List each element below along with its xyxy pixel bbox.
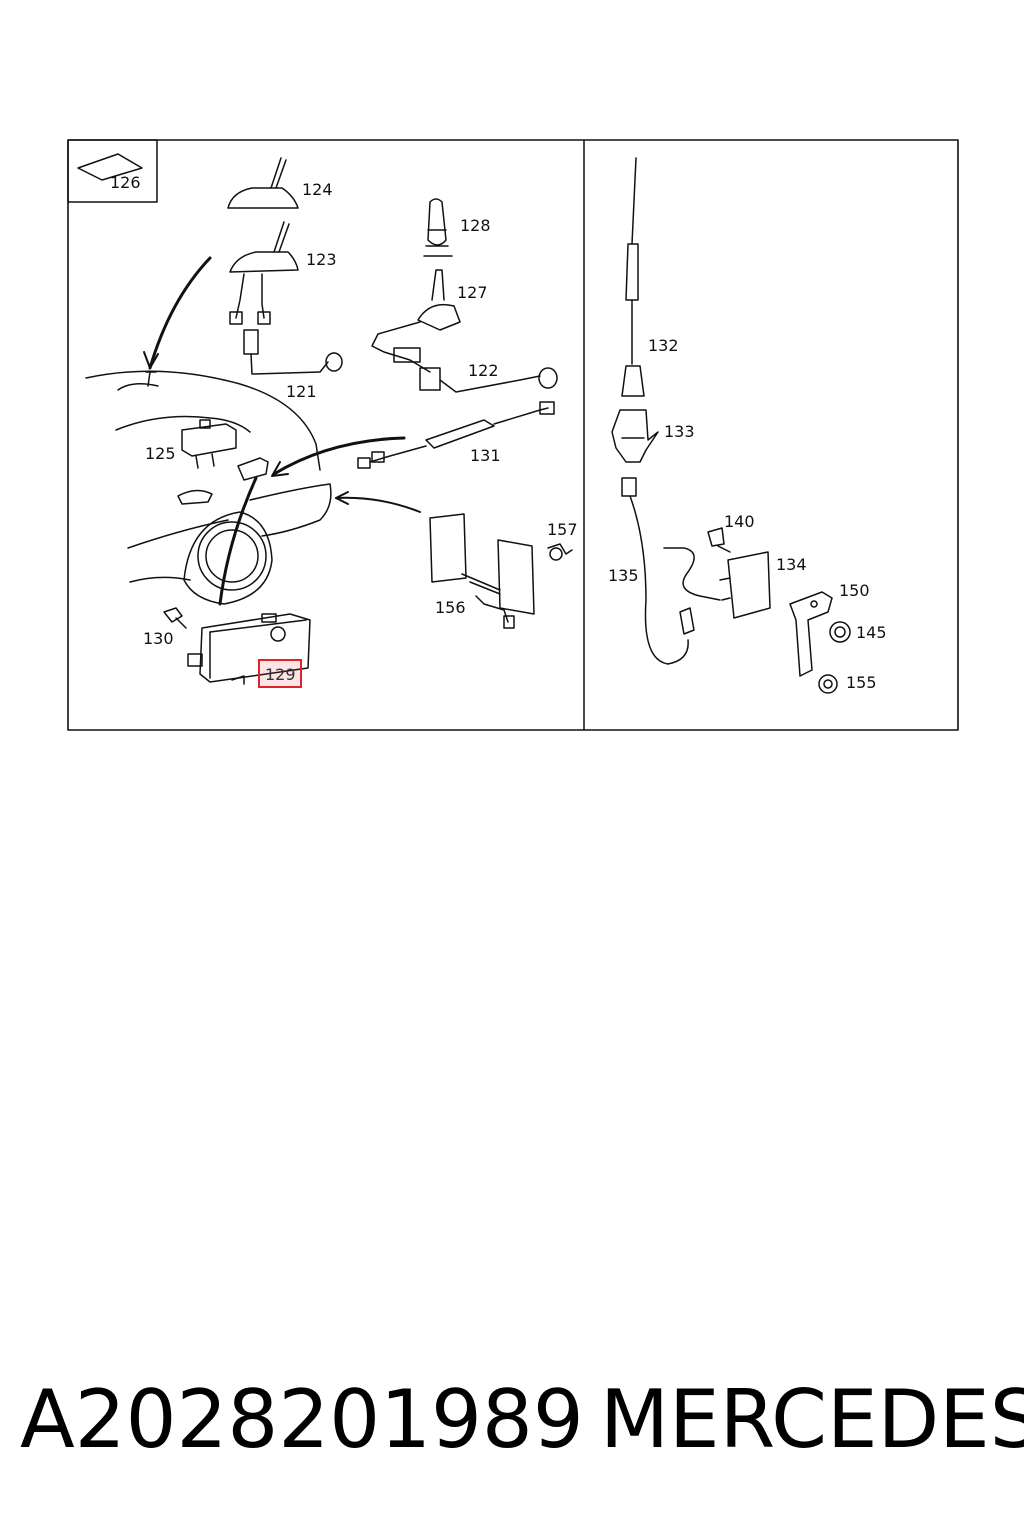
label-133: 133 [664, 422, 695, 441]
label-127: 127 [457, 283, 488, 302]
nut-155 [818, 674, 838, 694]
bracket-150 [789, 591, 833, 677]
label-135: 135 [608, 566, 639, 585]
bolt-140 [707, 527, 731, 553]
antenna-128 [423, 198, 453, 257]
car-rear [85, 370, 332, 605]
sticker-icon [77, 153, 143, 181]
cable-131 [357, 401, 555, 469]
label-125: 125 [145, 444, 176, 463]
label-157: 157 [547, 520, 578, 539]
arrow-amplifier [218, 476, 258, 606]
label-box-126 [67, 139, 158, 203]
label-129-highlighted: 129 [258, 659, 302, 688]
label-156: 156 [435, 598, 466, 617]
label-155: 155 [846, 673, 877, 692]
label-150: 150 [839, 581, 870, 600]
label-126: 126 [110, 173, 141, 192]
bolt-130 [163, 607, 187, 629]
cable-122 [371, 321, 558, 393]
label-134: 134 [776, 555, 807, 574]
nut-145 [829, 621, 851, 643]
module-134 [719, 551, 771, 619]
module-125 [181, 419, 237, 469]
label-121: 121 [286, 382, 317, 401]
roof-antenna-123 [229, 221, 299, 325]
diagram-frame [67, 139, 959, 731]
label-124: 124 [302, 180, 333, 199]
label-140: 140 [724, 512, 755, 531]
label-132: 132 [648, 336, 679, 355]
roof-antenna-124 [227, 157, 299, 209]
label-123: 123 [306, 250, 337, 269]
part-number: A2028201989 [20, 1373, 584, 1466]
antenna-base-133 [611, 409, 659, 463]
clip-157 [547, 543, 573, 561]
label-130: 130 [143, 629, 174, 648]
arrow-panel-156 [335, 496, 421, 513]
arrow-roof [148, 256, 212, 370]
cable-to-134 [663, 547, 721, 601]
label-128: 128 [460, 216, 491, 235]
cable-135 [621, 477, 695, 665]
panel-156 [429, 513, 535, 629]
cable-121 [243, 329, 343, 375]
label-131: 131 [470, 446, 501, 465]
parts-diagram [67, 139, 959, 731]
arrow-cable-131 [272, 436, 406, 476]
brand-name: MERCEDES [600, 1373, 1024, 1466]
label-122: 122 [468, 361, 499, 380]
amplifier-129 [187, 613, 311, 685]
antenna-127 [417, 269, 461, 331]
label-145: 145 [856, 623, 887, 642]
footer-caption: A2028201989 MERCEDES [20, 1370, 1024, 1480]
rod-antenna-132 [621, 157, 645, 397]
